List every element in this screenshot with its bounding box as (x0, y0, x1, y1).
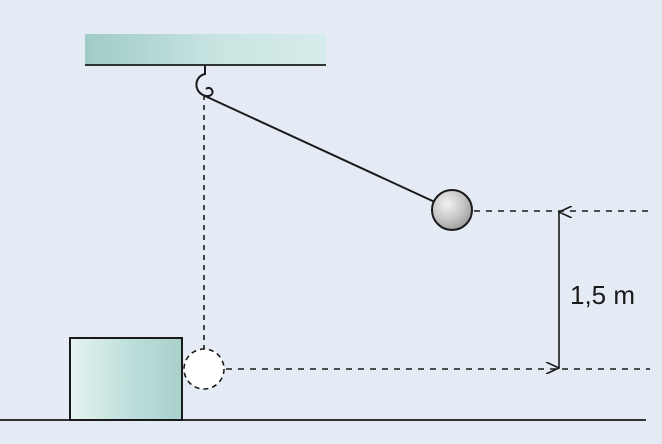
hook-icon (195, 65, 214, 98)
box (69, 337, 183, 421)
ceiling (85, 34, 326, 65)
ball-lowest-position (183, 348, 225, 390)
pendulum-string (204, 95, 438, 204)
pendulum-ball (431, 189, 473, 231)
height-label: 1,5 m (570, 280, 636, 310)
